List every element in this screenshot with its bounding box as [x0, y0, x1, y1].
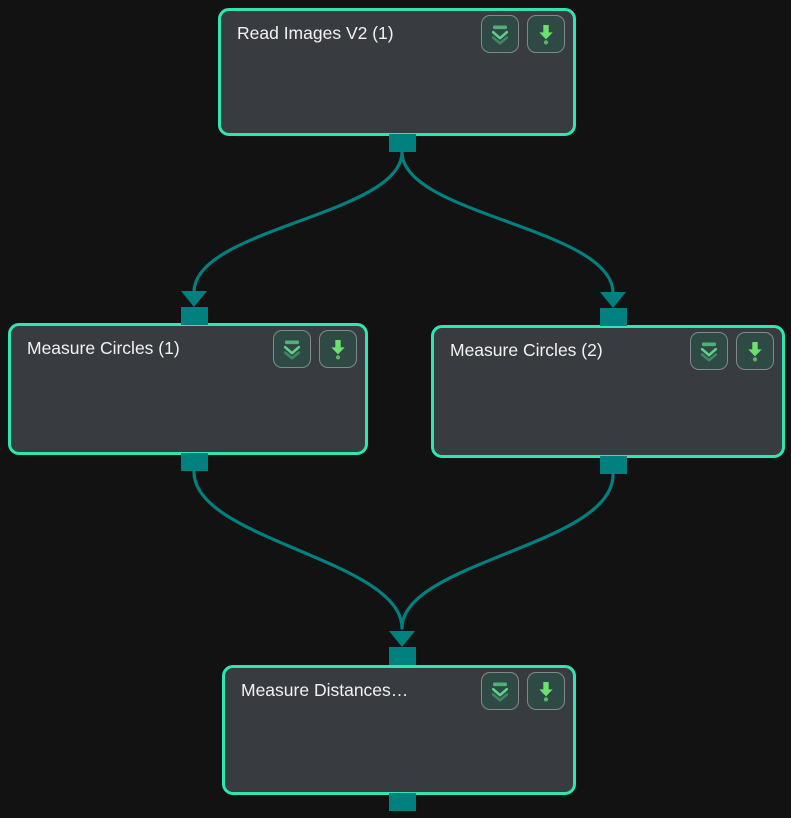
edge-connector[interactable]	[192, 150, 404, 294]
collapse-chevrons-icon	[697, 339, 721, 363]
pipeline-node[interactable]: Measure Distances…	[222, 665, 576, 795]
node-input-port[interactable]	[181, 307, 208, 325]
node-title: Read Images V2 (1)	[237, 25, 394, 43]
collapse-button[interactable]	[481, 15, 519, 53]
node-button-group	[267, 330, 357, 368]
export-button[interactable]	[736, 332, 774, 370]
node-button-group	[475, 15, 565, 53]
collapse-button[interactable]	[273, 330, 311, 368]
collapse-chevrons-icon	[488, 22, 512, 46]
export-button[interactable]	[527, 672, 565, 710]
node-header: Read Images V2 (1)	[221, 11, 573, 57]
export-button[interactable]	[319, 330, 357, 368]
pipeline-node[interactable]: Read Images V2 (1)	[218, 8, 576, 136]
node-button-group	[684, 332, 774, 370]
node-output-port[interactable]	[389, 793, 416, 811]
collapse-button[interactable]	[690, 332, 728, 370]
node-header: Measure Circles (2)	[434, 328, 782, 374]
edge-connector[interactable]	[400, 473, 615, 630]
node-output-port[interactable]	[389, 134, 416, 152]
node-header: Measure Distances…	[225, 668, 573, 714]
node-title: Measure Distances…	[241, 682, 409, 700]
download-arrow-icon	[534, 22, 558, 46]
node-input-port[interactable]	[600, 308, 627, 326]
download-arrow-icon	[743, 339, 767, 363]
download-arrow-icon	[326, 337, 350, 361]
export-button[interactable]	[527, 15, 565, 53]
collapse-chevrons-icon	[280, 337, 304, 361]
node-title: Measure Circles (1)	[27, 340, 180, 358]
collapse-chevrons-icon	[488, 679, 512, 703]
port-arrowhead	[600, 292, 626, 308]
edge-connector[interactable]	[192, 470, 404, 630]
node-output-port[interactable]	[600, 456, 627, 474]
node-output-port[interactable]	[181, 453, 208, 471]
port-arrowhead	[181, 291, 207, 307]
node-button-group	[475, 672, 565, 710]
collapse-button[interactable]	[481, 672, 519, 710]
pipeline-node[interactable]: Measure Circles (2)	[431, 325, 785, 458]
node-input-port[interactable]	[389, 647, 416, 665]
node-header: Measure Circles (1)	[11, 326, 365, 372]
port-arrowhead	[389, 631, 415, 647]
download-arrow-icon	[534, 679, 558, 703]
edge-connector[interactable]	[400, 150, 615, 295]
pipeline-node[interactable]: Measure Circles (1)	[8, 323, 368, 455]
node-title: Measure Circles (2)	[450, 342, 603, 360]
